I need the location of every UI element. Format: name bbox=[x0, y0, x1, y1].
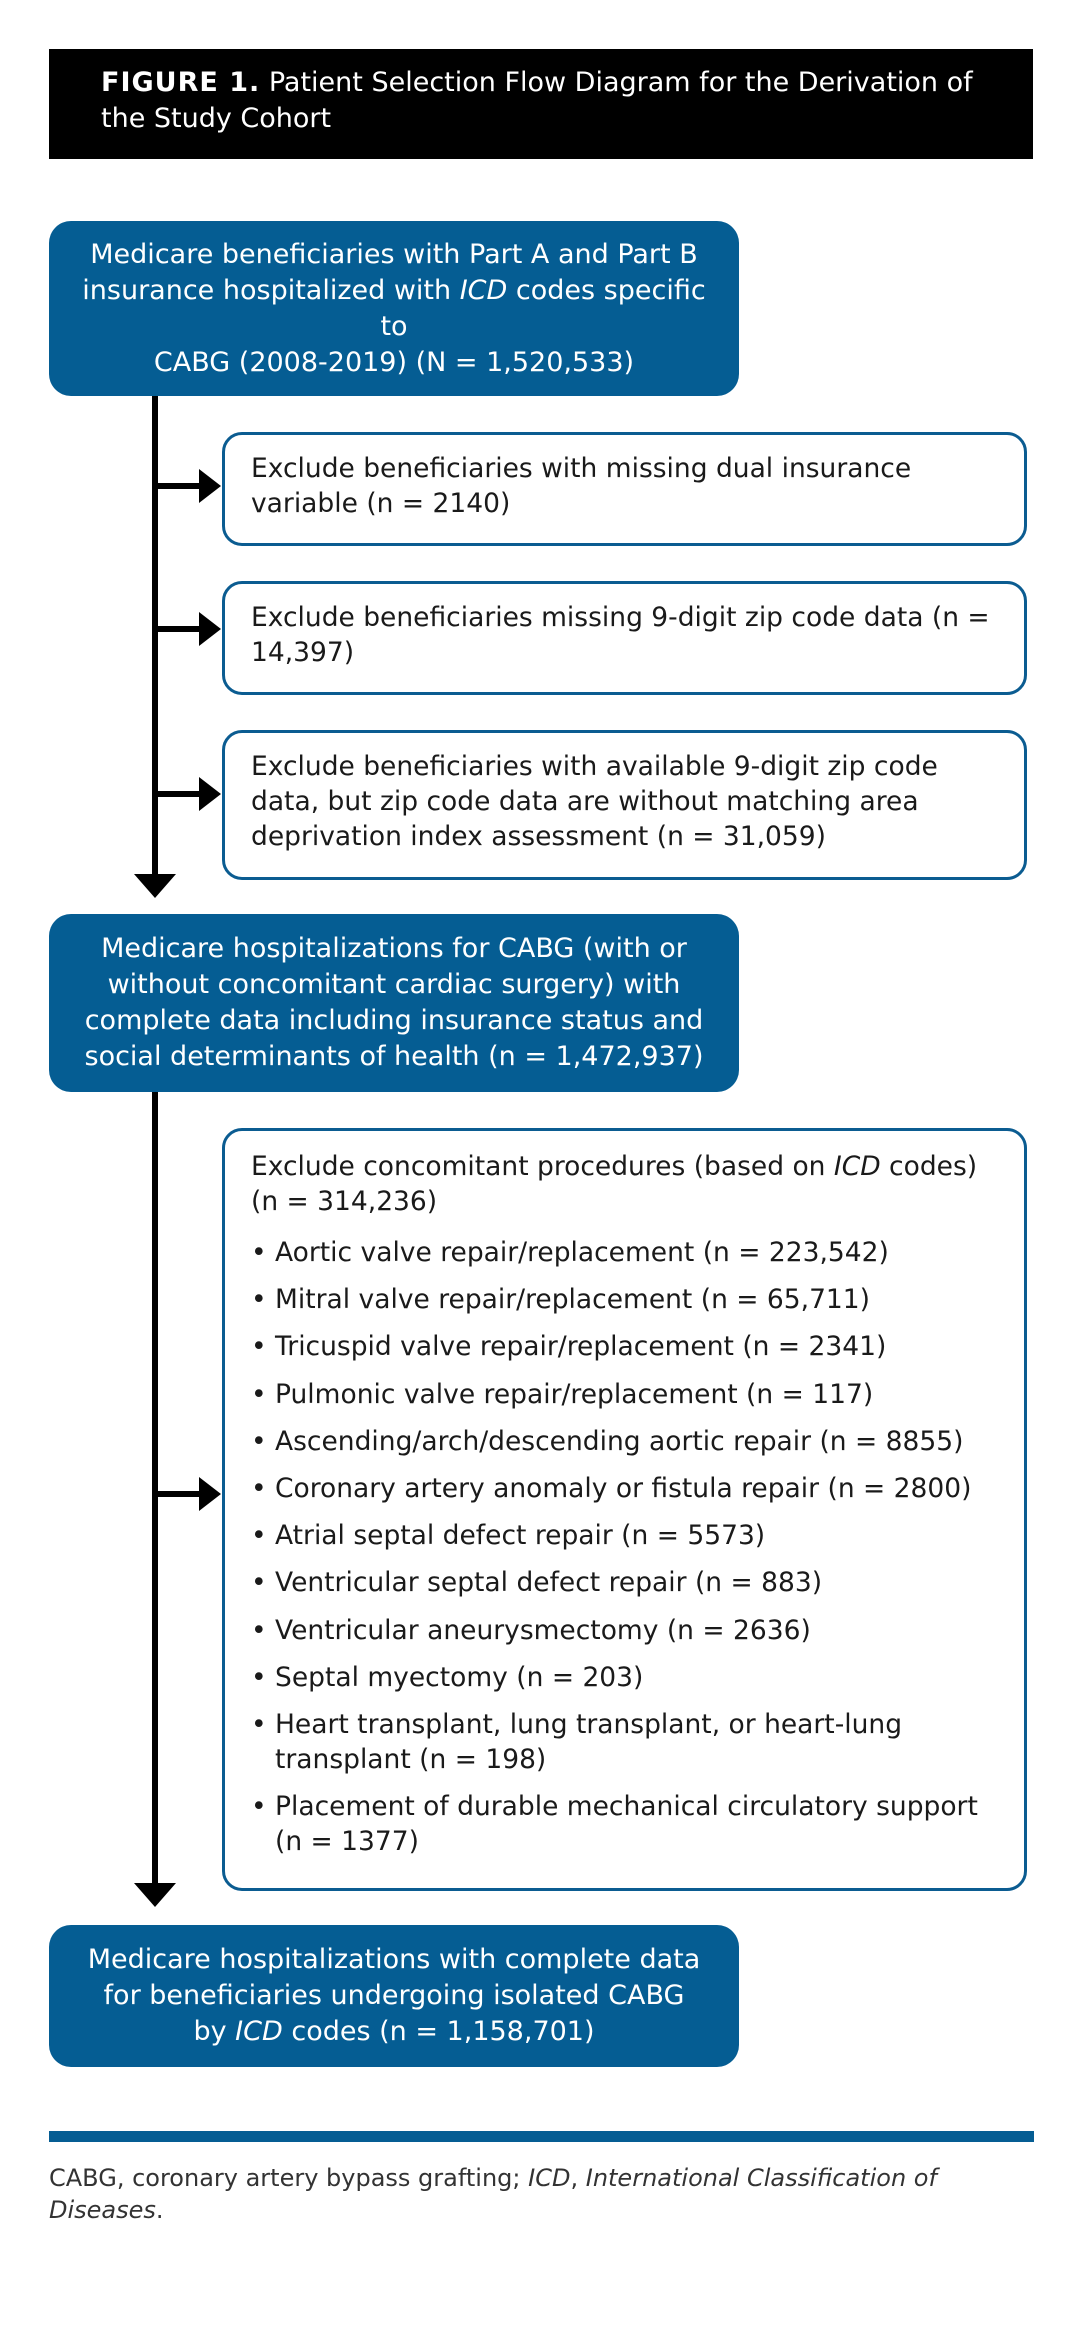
list-item: Placement of durable mechanical circulat… bbox=[251, 1789, 998, 1859]
final-node: Medicare hospitalizations with complete … bbox=[49, 1925, 739, 2067]
arrow-right-2 bbox=[199, 612, 221, 646]
footer-rule bbox=[49, 2131, 1034, 2142]
exclusion-text-1: Exclude beneficiaries with missing dual … bbox=[251, 453, 912, 519]
final-line3-post: codes (n = 1,158,701) bbox=[282, 2016, 595, 2047]
list-item: Atrial septal defect repair (n = 5573) bbox=[251, 1518, 998, 1553]
exclusion-box-3: Exclude beneficiaries with available 9-d… bbox=[222, 730, 1027, 880]
list-item: Mitral valve repair/replacement (n = 65,… bbox=[251, 1282, 998, 1317]
branch-line-3 bbox=[152, 791, 204, 797]
footnote-pre: CABG, coronary artery bypass grafting; bbox=[49, 2164, 529, 2192]
list-item: Aortic valve repair/replacement (n = 223… bbox=[251, 1235, 998, 1270]
connector-line-1 bbox=[152, 390, 158, 876]
arrow-right-4 bbox=[199, 1477, 221, 1511]
list-item: Septal myectomy (n = 203) bbox=[251, 1660, 998, 1695]
start-node: Medicare beneficiaries with Part A and P… bbox=[49, 221, 739, 396]
figure-label: FIGURE 1. bbox=[101, 67, 261, 98]
figure-title-bar: FIGURE 1. Patient Selection Flow Diagram… bbox=[49, 49, 1033, 159]
middle-text: Medicare hospitalizations for CABG (with… bbox=[84, 933, 704, 1072]
connector-line-2 bbox=[152, 1077, 158, 1885]
final-line1: Medicare hospitalizations with complete … bbox=[87, 1944, 701, 1975]
exclusion-text-3: Exclude beneficiaries with available 9-d… bbox=[251, 751, 938, 852]
procedure-list: Aortic valve repair/replacement (n = 223… bbox=[251, 1235, 998, 1859]
arrow-down-1 bbox=[134, 874, 176, 898]
list-item: Tricuspid valve repair/replacement (n = … bbox=[251, 1329, 998, 1364]
exclusion-box-1: Exclude beneficiaries with missing dual … bbox=[222, 432, 1027, 546]
start-line2-post: codes specific to bbox=[380, 274, 706, 342]
final-line3-em: ICD bbox=[235, 2016, 283, 2047]
figure-title: Patient Selection Flow Diagram for the D… bbox=[101, 67, 973, 134]
start-line1: Medicare beneficiaries with Part A and P… bbox=[90, 238, 698, 270]
list-item: Pulmonic valve repair/replacement (n = 1… bbox=[251, 1377, 998, 1412]
arrow-right-1 bbox=[199, 469, 221, 503]
middle-node: Medicare hospitalizations for CABG (with… bbox=[49, 914, 739, 1092]
list-item: Ascending/arch/descending aortic repair … bbox=[251, 1424, 998, 1459]
arrow-right-3 bbox=[199, 777, 221, 811]
start-line2-pre: insurance hospitalized with bbox=[82, 274, 460, 306]
final-line3-pre: by bbox=[193, 2016, 236, 2047]
branch-line-4 bbox=[152, 1491, 204, 1497]
exclusion4-em: ICD bbox=[833, 1151, 881, 1182]
start-line3: CABG (2008-2019) (N = 1,520,533) bbox=[153, 346, 635, 378]
footnote-mid: , bbox=[570, 2164, 586, 2192]
exclusion4-pre: Exclude concomitant procedures (based on bbox=[251, 1151, 834, 1182]
exclusion4-post: codes) (n = 314,236) bbox=[251, 1151, 978, 1217]
arrow-down-2 bbox=[134, 1883, 176, 1907]
exclusion-box-2: Exclude beneficiaries missing 9-digit zi… bbox=[222, 581, 1027, 695]
footnote: CABG, coronary artery bypass grafting; I… bbox=[49, 2162, 1034, 2226]
footnote-em2: International Classification of Diseases bbox=[49, 2164, 937, 2224]
footnote-em1: ICD bbox=[528, 2164, 571, 2192]
list-item: Coronary artery anomaly or fistula repai… bbox=[251, 1471, 998, 1506]
branch-line-1 bbox=[152, 483, 204, 489]
list-item: Ventricular aneurysmectomy (n = 2636) bbox=[251, 1613, 998, 1648]
final-line2: for beneficiaries undergoing isolated CA… bbox=[103, 1980, 685, 2011]
exclusion-heading-4: Exclude concomitant procedures (based on… bbox=[251, 1149, 998, 1219]
start-line2-em: ICD bbox=[459, 274, 508, 306]
branch-line-2 bbox=[152, 626, 204, 632]
list-item: Heart transplant, lung transplant, or he… bbox=[251, 1707, 998, 1777]
footnote-post: . bbox=[155, 2196, 164, 2224]
exclusion-box-4: Exclude concomitant procedures (based on… bbox=[222, 1128, 1027, 1891]
exclusion-text-2: Exclude beneficiaries missing 9-digit zi… bbox=[251, 602, 990, 668]
list-item: Ventricular septal defect repair (n = 88… bbox=[251, 1565, 998, 1600]
